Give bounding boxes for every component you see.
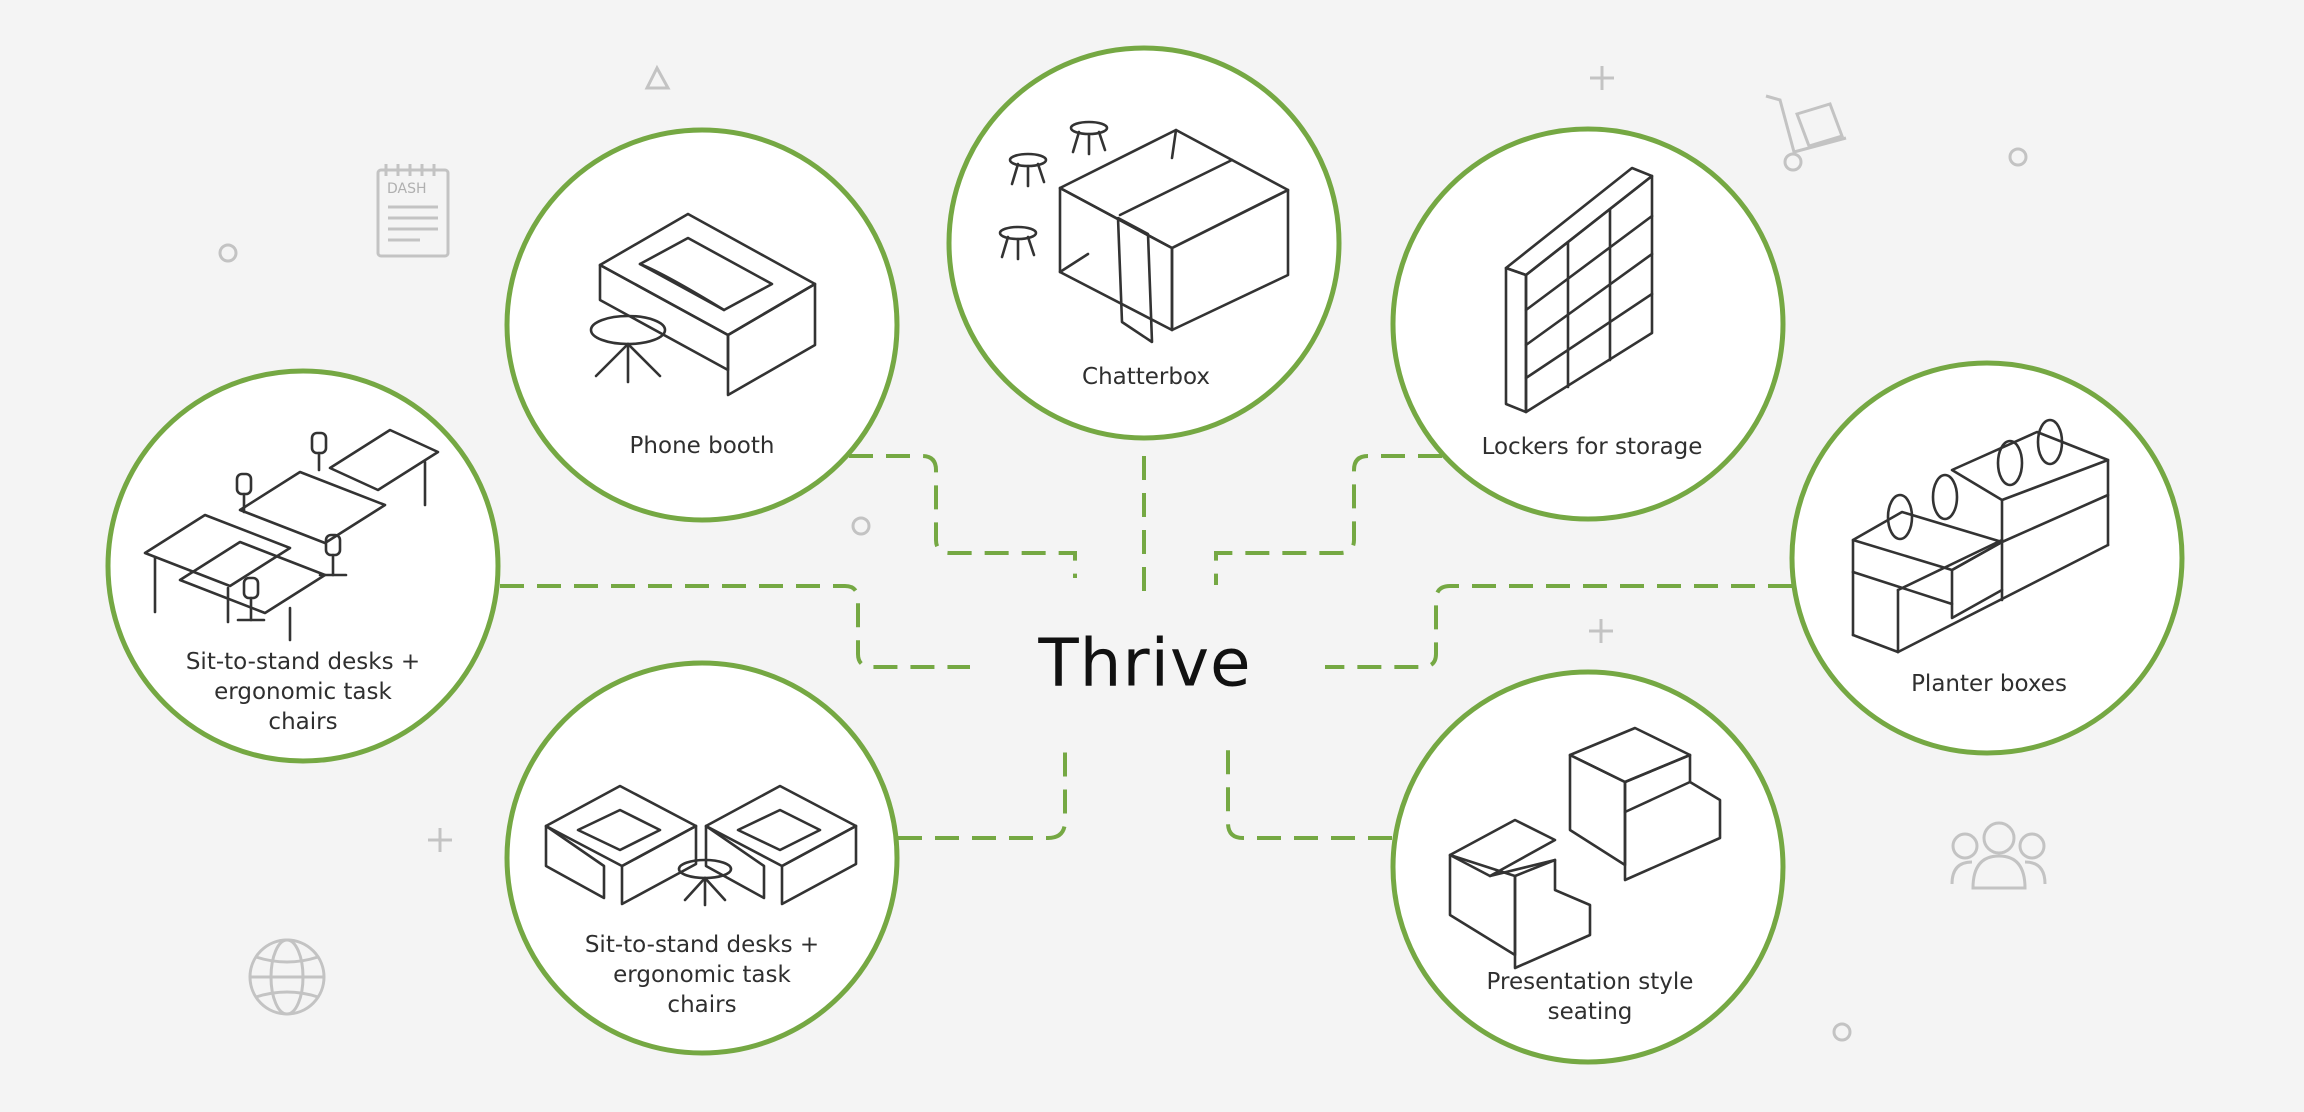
- node-label-desks-bottom: Sit-to-stand desks + ergonomic task chai…: [557, 930, 847, 1020]
- plus-icon: [428, 828, 452, 852]
- label-line: Phone booth: [629, 433, 775, 459]
- notepad-dash-label: DASH: [387, 181, 427, 197]
- node-circle-presentation: [1390, 669, 1786, 1065]
- label-line: Chatterbox: [1082, 364, 1210, 390]
- node-label-planters: Planter boxes: [1844, 669, 2134, 699]
- node-label-chatterbox: Chatterbox: [1001, 362, 1291, 392]
- connector-desks-bottom: [898, 740, 1067, 840]
- node-label-presentation: Presentation style seating: [1445, 967, 1735, 1027]
- ring-icon: [1832, 1022, 1852, 1042]
- ring-icon: [851, 516, 871, 536]
- notepad-icon: [376, 164, 450, 258]
- node-circle-desks-bottom: [504, 660, 900, 1056]
- label-line: chairs: [667, 992, 737, 1018]
- label-line: Sit-to-stand desks +: [185, 649, 421, 675]
- label-line: Lockers for storage: [1481, 434, 1703, 460]
- node-circle-chatterbox: [946, 45, 1342, 441]
- node-circle-planters: [1789, 360, 2185, 756]
- connector-lockers: [1214, 454, 1442, 585]
- label-line: Presentation style: [1486, 969, 1694, 995]
- plus-icon: [1589, 619, 1613, 643]
- connector-planters: [1325, 584, 1792, 669]
- node-circle-phone-booth: [504, 127, 900, 523]
- lounge-chairs-illustration: [544, 784, 858, 907]
- connector-desks-left: [500, 584, 970, 669]
- people-icon: [1950, 821, 2047, 890]
- lockers-illustration: [1504, 166, 1654, 414]
- label-line: Sit-to-stand desks +: [584, 932, 820, 958]
- desks-illustration: [143, 428, 440, 642]
- triangle-icon: [644, 64, 671, 90]
- dolly-cart-icon: [1765, 94, 1847, 172]
- label-line: seating: [1547, 999, 1633, 1025]
- node-label-lockers: Lockers for storage: [1447, 432, 1737, 462]
- presentation-seating-illustration: [1448, 726, 1722, 970]
- label-line: chairs: [268, 709, 338, 735]
- label-line: Planter boxes: [1911, 671, 2067, 697]
- ring-icon: [218, 243, 238, 263]
- node-label-desks-left: Sit-to-stand desks + ergonomic task chai…: [158, 647, 448, 737]
- node-circle-lockers: [1390, 126, 1786, 522]
- ring-icon: [2008, 147, 2028, 167]
- connector-presentation: [1226, 740, 1392, 840]
- armchair-illustration: [589, 212, 817, 397]
- node-label-phone-booth: Phone booth: [557, 431, 847, 461]
- label-line: ergonomic task: [214, 679, 392, 705]
- globe-icon: [248, 938, 326, 1016]
- center-title: Thrive: [1038, 624, 1252, 702]
- planter-boxes-illustration: [1851, 418, 2110, 654]
- connector-phone-booth: [849, 454, 1077, 578]
- chatterbox-illustration: [998, 120, 1290, 344]
- label-line: ergonomic task: [613, 962, 791, 988]
- plus-icon: [1590, 66, 1614, 90]
